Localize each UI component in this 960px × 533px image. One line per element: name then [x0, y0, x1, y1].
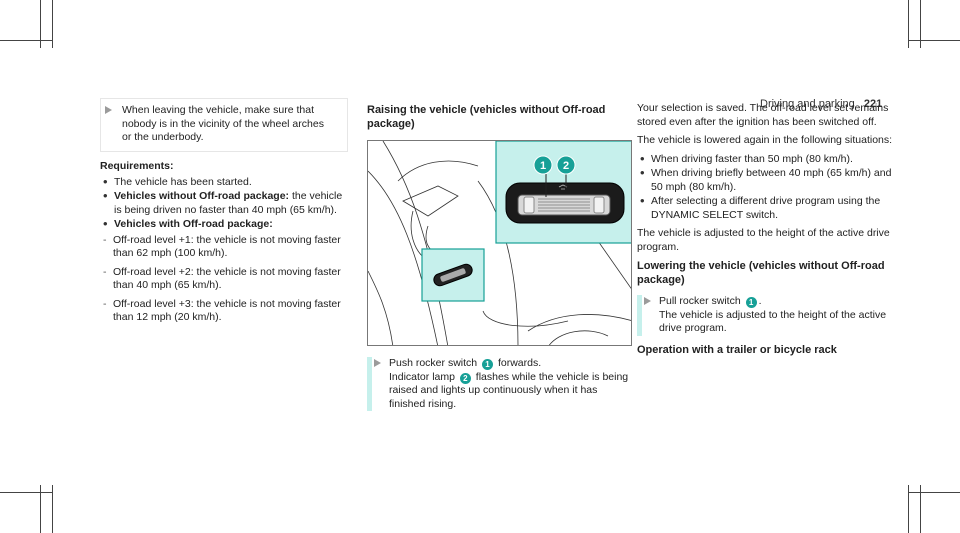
requirements-list: The vehicle has been started. Vehicles w… — [100, 175, 350, 232]
crop-mark — [920, 485, 921, 533]
requirements: Requirements: The vehicle has been start… — [100, 160, 350, 331]
list-item: Off-road level +1: the vehicle is not mo… — [103, 234, 350, 261]
crop-mark — [40, 485, 41, 533]
crop-mark — [908, 0, 909, 48]
list-item: When driving faster than 50 mph (80 km/h… — [640, 152, 897, 167]
requirements-heading: Requirements: — [100, 160, 174, 172]
crop-mark — [0, 492, 52, 493]
console-drawing: 1 2 — [368, 141, 631, 345]
page-number: 221 — [863, 98, 883, 110]
page-header: Driving and parking 221 — [760, 98, 883, 110]
list-item: Off-road level +3: the vehicle is not mo… — [103, 298, 350, 325]
badge-1: 1 — [745, 297, 757, 308]
list-item: Vehicles with Off-road package: — [103, 217, 350, 232]
crop-mark — [52, 485, 53, 533]
arrow-icon — [644, 297, 651, 305]
crop-mark — [908, 40, 960, 41]
rocker-switch-illustration: 1 2 — [367, 140, 632, 346]
crop-mark — [52, 0, 53, 48]
arrow-icon — [105, 106, 112, 114]
note-box — [100, 98, 348, 152]
list-item: Vehicles without Off-road package: the v… — [103, 189, 350, 217]
list-item: Off-road level +2: the vehicle is not mo… — [103, 266, 350, 293]
paragraph: Your selection is saved. The off-road le… — [637, 102, 889, 128]
crop-mark — [920, 0, 921, 48]
raising-heading: Raising the vehicle (vehicles without Of… — [367, 104, 606, 130]
list-item: The vehicle has been started. — [103, 175, 350, 190]
note: When leaving the vehicle, make sure that… — [100, 104, 330, 145]
lowering-instruction: Pull rocker switch 1. The vehicle is adj… — [637, 295, 897, 336]
crop-mark — [908, 485, 909, 533]
arrow-icon — [374, 359, 381, 367]
paragraph: The vehicle is lowered again in the foll… — [637, 134, 893, 146]
callout-1 — [533, 155, 553, 175]
crop-mark — [40, 0, 41, 48]
crop-mark — [0, 40, 52, 41]
badge-2: 2 — [459, 372, 471, 384]
svg-text:1: 1 — [540, 160, 546, 172]
note-text: When leaving the vehicle, make sure that… — [122, 104, 324, 143]
paragraph: The vehicle is adjusted to the height of… — [637, 227, 890, 253]
badge-1: 1 — [482, 359, 494, 370]
list-item: When driving briefly between 40 mph (65 … — [640, 166, 897, 194]
selection-info: Your selection is saved. The off-road le… — [637, 102, 897, 361]
raising-section: Raising the vehicle (vehicles without Of… — [367, 104, 632, 135]
lowering-conditions-list: When driving faster than 50 mph (80 km/h… — [637, 152, 897, 223]
callout-2 — [556, 155, 576, 175]
raising-instruction: Push rocker switch 1 forwards. Indicator… — [367, 357, 632, 411]
section-title: Driving and parking — [760, 98, 855, 110]
list-item: After selecting a different drive progra… — [640, 194, 897, 222]
offroad-levels-list: Off-road level +1: the vehicle is not mo… — [100, 234, 350, 325]
crop-mark — [908, 492, 960, 493]
lowering-heading: Lowering the vehicle (vehicles without O… — [637, 260, 885, 286]
trailer-heading: Operation with a trailer or bicycle rack — [637, 343, 837, 356]
svg-text:2: 2 — [563, 160, 569, 172]
